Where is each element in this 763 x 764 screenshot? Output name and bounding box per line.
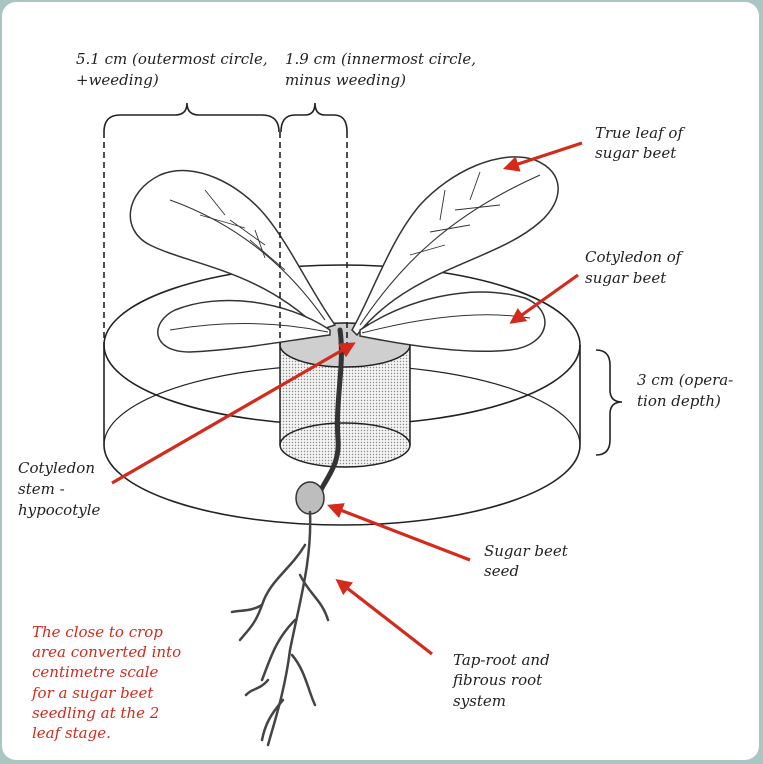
root-system (232, 512, 328, 745)
arrow-seed (330, 506, 470, 560)
root-label: Tap-root and fibrous root system (452, 651, 554, 710)
inner-cylinder (280, 323, 410, 467)
seed-label: Sugar beet seed (484, 542, 573, 580)
figure-caption: The close to crop area converted into ce… (31, 623, 186, 742)
inner-circle-label: 1.9 cm (innermost circle, minus weeding) (285, 50, 481, 89)
seed-shape (296, 482, 324, 514)
true-leaf-label: True leaf of sugar beet (595, 124, 688, 162)
arrow-root (338, 581, 432, 654)
cotyledon-label: Cotyledon of sugar beet (585, 248, 686, 287)
depth-label: 3 cm (opera- tion depth) (637, 371, 738, 410)
stem-label: Cotyledon stem - hypocotyle (18, 459, 100, 519)
outer-circle-label: 5.1 cm (outermost circle, +weeding) (76, 50, 272, 89)
